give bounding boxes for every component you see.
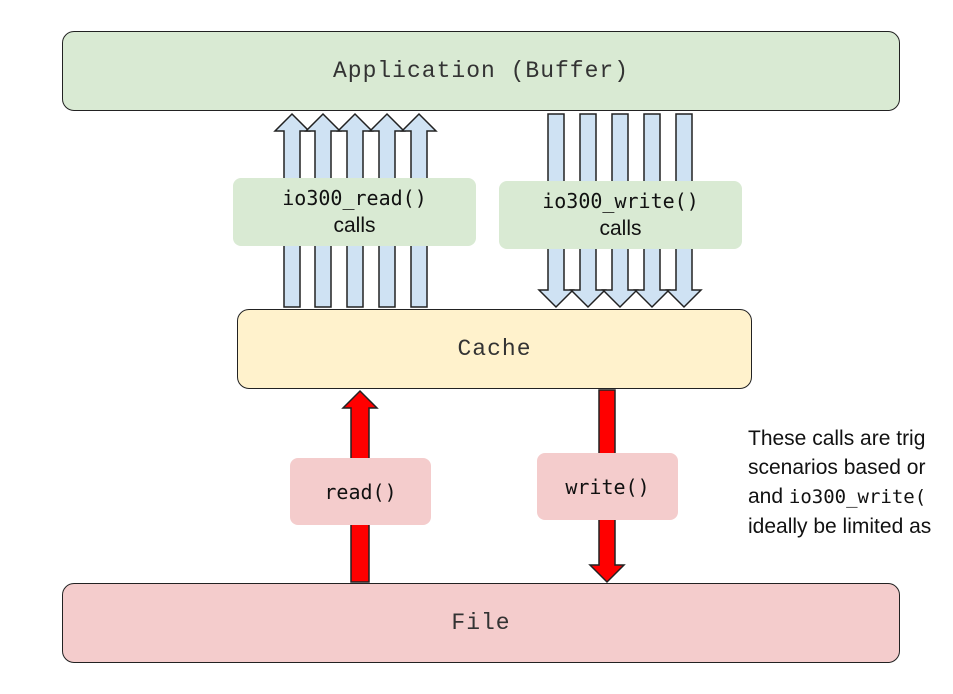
read-syscall-text: read() bbox=[324, 479, 397, 504]
explanation-note: These calls are trig scenarios based or … bbox=[748, 424, 953, 544]
note-line-2: scenarios based or bbox=[748, 456, 926, 479]
read-calls-label: io300_read() calls bbox=[233, 178, 476, 246]
note-line-3-code: io300_write( bbox=[788, 486, 927, 508]
write-syscall-text: write() bbox=[565, 474, 650, 499]
cache-label: Cache bbox=[457, 336, 532, 362]
write-calls-label: io300_write() calls bbox=[499, 181, 742, 249]
read-syscall-label: read() bbox=[290, 458, 431, 525]
application-buffer-box: Application (Buffer) bbox=[62, 31, 900, 111]
file-label: File bbox=[451, 610, 511, 636]
note-line-1: These calls are trig bbox=[748, 427, 926, 450]
write-calls-suffix: calls bbox=[599, 217, 642, 240]
read-calls-suffix: calls bbox=[333, 214, 376, 237]
note-line-3-prefix: and bbox=[748, 485, 789, 508]
cache-box: Cache bbox=[237, 309, 752, 389]
application-buffer-label: Application (Buffer) bbox=[332, 58, 630, 84]
write-calls-function: io300_write() bbox=[542, 189, 699, 213]
read-calls-function: io300_read() bbox=[282, 186, 427, 210]
write-syscall-label: write() bbox=[537, 453, 678, 520]
note-line-4: ideally be limited as bbox=[748, 515, 932, 538]
note-line-3: and io300_write( bbox=[748, 482, 953, 512]
file-box: File bbox=[62, 583, 900, 663]
